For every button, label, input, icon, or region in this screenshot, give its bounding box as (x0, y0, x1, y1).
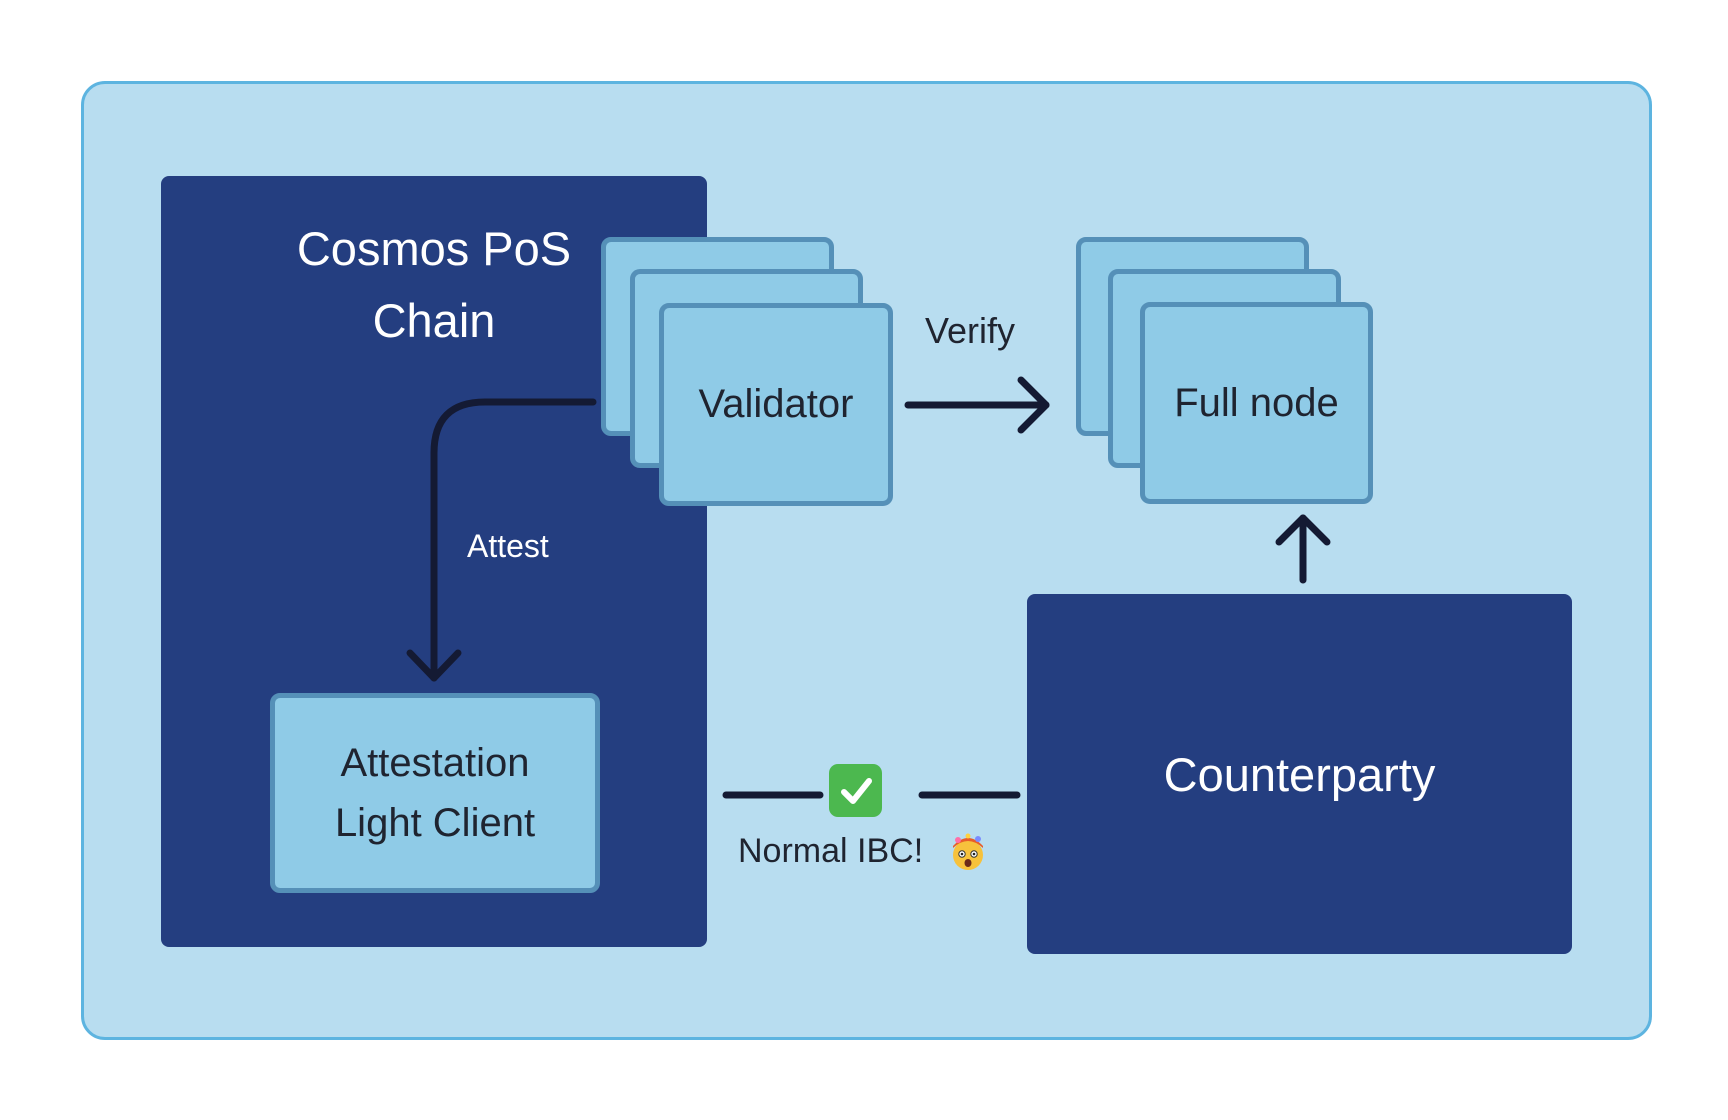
counterparty-label: Counterparty (1163, 747, 1436, 801)
attestation-client-label: Attestation Light Client (334, 741, 536, 845)
exploding-head-icon (953, 833, 983, 870)
counterparty-to-full-node-arrowhead (1275, 514, 1331, 546)
verify-arrowhead (1017, 376, 1050, 434)
verify-label: Verify (925, 310, 1016, 351)
attestation-client-card (270, 693, 600, 893)
chain-title: Cosmos PoS Chain (296, 222, 572, 347)
ibc-label: Normal IBC! (738, 832, 924, 870)
validator-label: Validator (698, 382, 854, 426)
counterparty-box: Counterparty (1027, 594, 1572, 954)
attest-arrow (430, 398, 597, 682)
attest-arrowhead (406, 649, 462, 682)
full-node-label: Full node (1174, 380, 1339, 425)
validator-card-front (659, 303, 893, 506)
full-node-card-front (1140, 302, 1373, 504)
check-mark-icon (829, 764, 882, 817)
attest-label: Attest (467, 528, 549, 564)
